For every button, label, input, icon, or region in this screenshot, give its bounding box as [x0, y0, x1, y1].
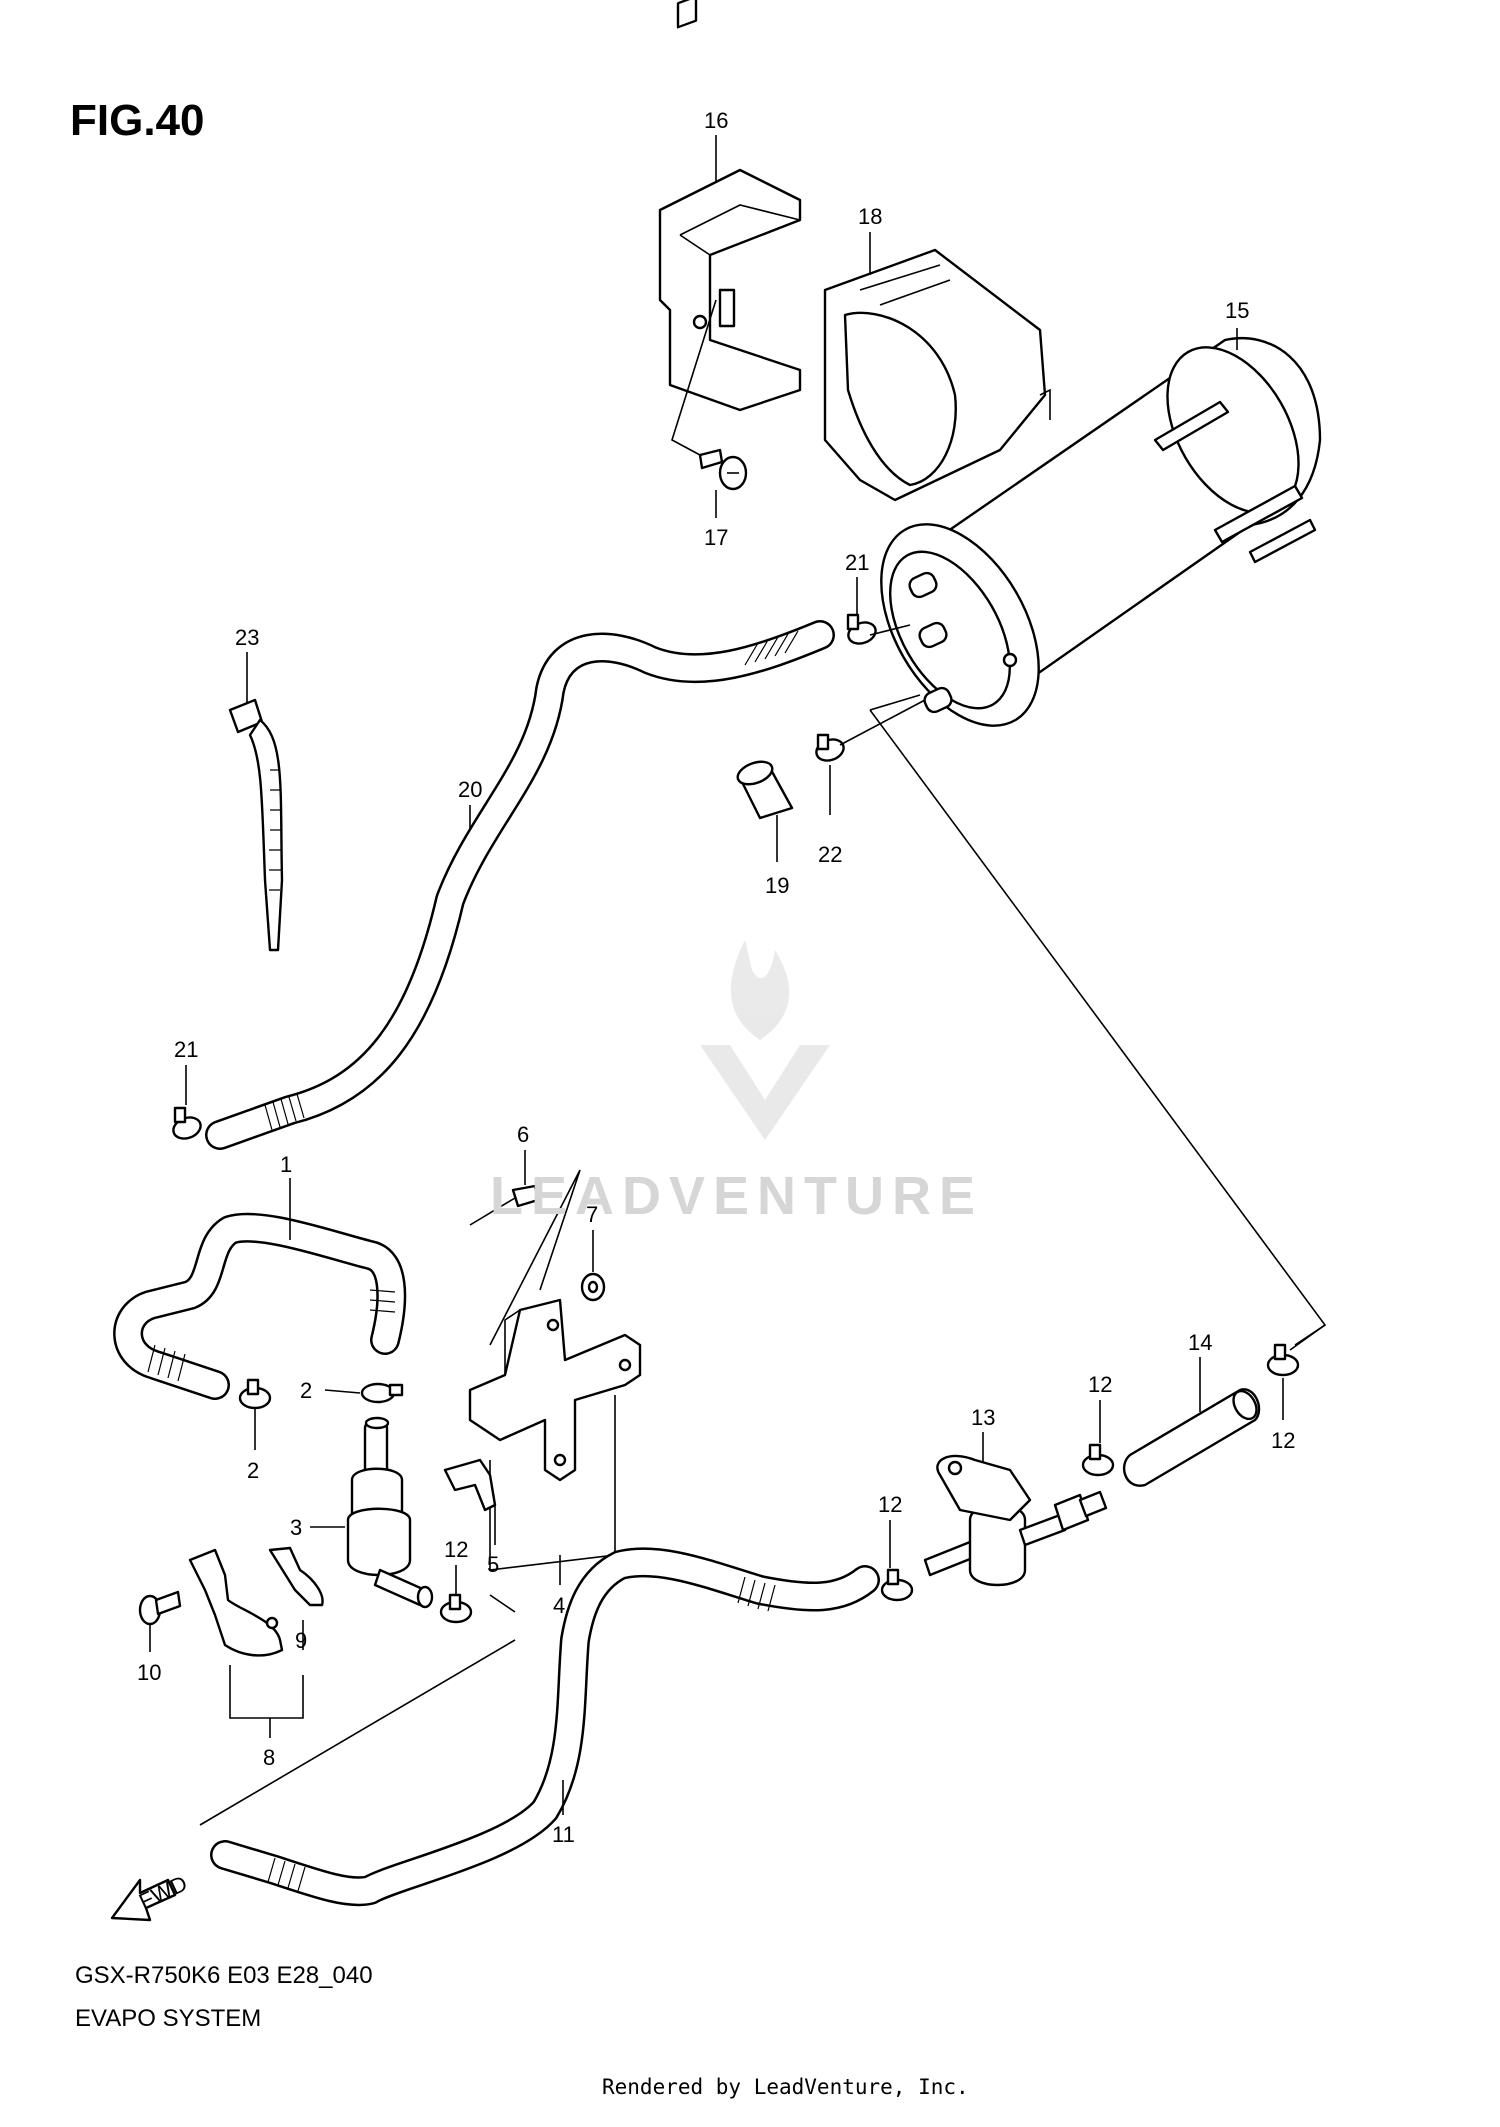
- part-7-washer: [580, 1272, 606, 1302]
- guide-lines-2: [869, 694, 1326, 1351]
- part-19-cap: [736, 760, 794, 820]
- callout-8: 8: [263, 1745, 275, 1770]
- part-20-hose: [205, 620, 835, 1150]
- part-2-clamp-right: [360, 1382, 404, 1404]
- part-12-clamp-b: [880, 1568, 914, 1602]
- part-9-clamp: [188, 1546, 324, 1657]
- part-16-bracket: [658, 0, 802, 412]
- callout-12-c: 12: [1088, 1372, 1112, 1397]
- leader-4-bracket: [489, 1395, 616, 1571]
- part-12-clamp-a: [439, 1593, 473, 1624]
- callout-21-lower: 21: [174, 1037, 198, 1062]
- part-1-hose: [113, 1212, 407, 1400]
- callout-20: 20: [458, 777, 482, 802]
- callout-19: 19: [765, 873, 789, 898]
- leader-22-nozzle: [839, 699, 926, 746]
- leader-16-17: [671, 299, 717, 456]
- part-18-cover: [823, 248, 1051, 502]
- leader-8-bracket: [229, 1665, 304, 1719]
- callout-23: 23: [235, 625, 259, 650]
- leader-21-nozzle: [869, 624, 911, 636]
- callout-2-left: 2: [247, 1458, 259, 1483]
- callout-21-upper: 21: [845, 550, 869, 575]
- callout-12-b: 12: [878, 1492, 902, 1517]
- callout-4: 4: [553, 1593, 565, 1618]
- part-12-clamp-d: [1266, 1343, 1300, 1377]
- part-15-canister: [880, 336, 1322, 727]
- leader-2-right: [324, 1389, 361, 1394]
- part-2-clamp-left: [238, 1378, 272, 1410]
- part-17-screw: [698, 448, 748, 491]
- callout-9: 9: [295, 1628, 307, 1653]
- callout-10: 10: [137, 1660, 161, 1685]
- callout-17: 17: [704, 525, 728, 550]
- watermark-logo: [700, 940, 830, 1140]
- model-code: GSX-R750K6 E03 E28_040: [75, 1962, 373, 1989]
- leader-6-7: [489, 1169, 581, 1346]
- part-13-valve: [923, 1454, 1108, 1587]
- callout-13: 13: [971, 1405, 995, 1430]
- figure-title: FIG.40: [70, 96, 205, 145]
- system-name: EVAPO SYSTEM: [75, 2005, 262, 2032]
- callout-12-a: 12: [444, 1537, 468, 1562]
- part-22-clamp: [815, 733, 845, 762]
- callout-5: 5: [487, 1552, 499, 1577]
- part-21-clamp-lower: [172, 1106, 202, 1140]
- watermark-text: LEADVENTURE: [490, 1166, 984, 1226]
- fwd-label: FWD: [135, 1870, 191, 1914]
- callout-15: 15: [1225, 298, 1249, 323]
- part-14-hose: [1123, 1388, 1261, 1487]
- callout-7: 7: [586, 1202, 598, 1227]
- part-21-clamp-upper: [846, 613, 877, 645]
- rendered-by-credit: Rendered by LeadVenture, Inc.: [602, 2075, 969, 2099]
- callout-18: 18: [858, 204, 882, 229]
- part-6-pin: [469, 1184, 540, 1226]
- callout-12-d: 12: [1271, 1428, 1295, 1453]
- part-4-bracket: [468, 1298, 642, 1482]
- callout-14: 14: [1188, 1330, 1212, 1355]
- callout-16: 16: [704, 108, 728, 133]
- part-20-braided-end-upper: [744, 630, 799, 666]
- part-20-braided-end-lower: [264, 1093, 305, 1131]
- part-12-clamp-c: [1081, 1443, 1115, 1477]
- callout-6: 6: [517, 1122, 529, 1147]
- part-3-valve: [346, 1416, 434, 1609]
- callout-2-right: 2: [300, 1378, 312, 1403]
- callout-labels: 1 2 2 3 4 5 6 7 8 9 10 11 12 12 12 12 13…: [137, 108, 1295, 1847]
- callout-3: 3: [290, 1515, 302, 1540]
- callout-22: 22: [818, 842, 842, 867]
- callout-11: 11: [552, 1822, 575, 1847]
- part-10-screw: [138, 1590, 182, 1626]
- callout-1: 1: [280, 1152, 292, 1177]
- fwd-arrow-icon: FWD: [110, 1870, 191, 1922]
- part-23-cable-tie: [228, 698, 284, 952]
- part-11-hose: [210, 1547, 880, 1907]
- part-5-clip: [443, 1458, 497, 1512]
